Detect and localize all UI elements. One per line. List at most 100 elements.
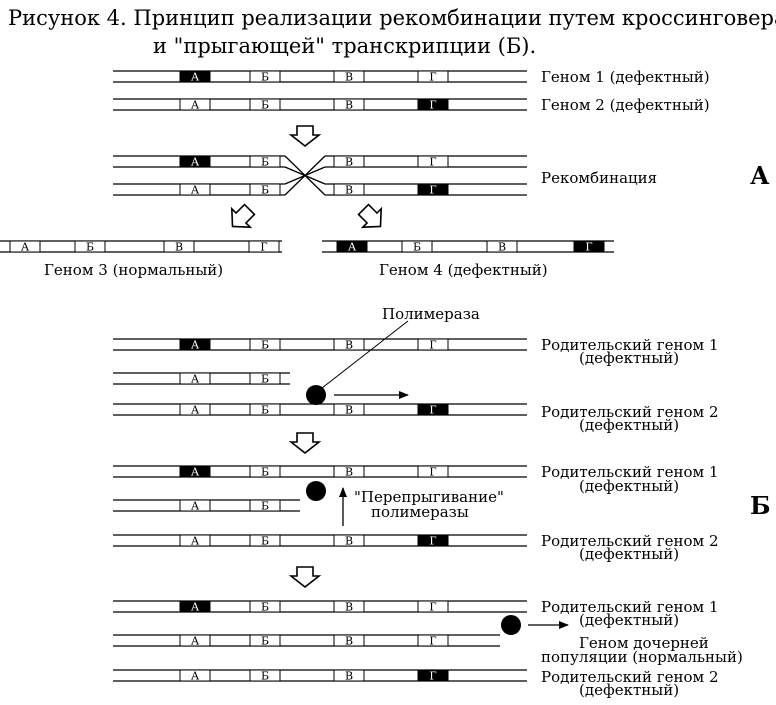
polymerase-label: Полимераза (382, 305, 480, 323)
gene-c (333, 155, 365, 168)
gene-d (248, 240, 280, 253)
gene-b (249, 338, 281, 351)
gene-d (417, 338, 449, 351)
gene-d (417, 534, 449, 547)
gene-d (417, 634, 449, 647)
gene-a (179, 634, 211, 647)
gene-a (179, 600, 211, 613)
gene-label-d: Г (429, 156, 436, 169)
parent1-defective: (дефектный) (579, 611, 679, 629)
gene-a (336, 240, 368, 253)
gene-label-d: Г (429, 339, 436, 352)
gene-c (333, 534, 365, 547)
parent2-defective: (дефектный) (579, 545, 679, 563)
gene-label-d: Г (429, 635, 436, 648)
gene-b (249, 669, 281, 682)
gene-label-c: В (175, 241, 183, 254)
gene-c (333, 70, 365, 83)
gene-label-b: Б (261, 99, 269, 112)
figure-title-line2: и "прыгающей" транскрипции (Б). (153, 34, 536, 58)
gene-label-b: Б (413, 241, 421, 254)
gene-label-a: А (191, 71, 200, 84)
parent1-label: Родительский геном 1 (541, 598, 719, 616)
gene-b (401, 240, 433, 253)
gene-label-b: Б (261, 670, 269, 683)
gene-label-c: В (498, 241, 506, 254)
gene-c (333, 98, 365, 111)
gene-b (249, 534, 281, 547)
genome1-label: Геном 1 (дефектный) (541, 68, 710, 86)
gene-label-c: В (345, 156, 353, 169)
gene-label-b: Б (86, 241, 94, 254)
gene-label-b: Б (261, 635, 269, 648)
gene-label-b: Б (261, 535, 269, 548)
gene-label-b: Б (261, 500, 269, 513)
gene-label-a: А (348, 241, 357, 254)
panel-a-letter: А (750, 161, 770, 190)
gene-label-a: А (191, 339, 200, 352)
parent1-label: Родительский геном 1 (541, 463, 719, 481)
crossover-strand (284, 155, 326, 196)
parent2-label: Родительский геном 2 (541, 532, 719, 550)
gene-label-b: Б (261, 156, 269, 169)
gene-label-b: Б (261, 373, 269, 386)
parent1-label: Родительский геном 1 (541, 336, 719, 354)
down-arrow-icon (288, 432, 322, 455)
gene-c (333, 465, 365, 478)
gene-label-c: В (345, 71, 353, 84)
gene-b (249, 499, 281, 512)
parent2-label: Родительский геном 2 (541, 403, 719, 421)
gene-a (179, 499, 211, 512)
gene-label-b: Б (261, 184, 269, 197)
gene-label-b: Б (261, 339, 269, 352)
gene-c (333, 600, 365, 613)
gene-label-a: А (191, 156, 200, 169)
gene-label-a: А (191, 670, 200, 683)
gene-d (417, 465, 449, 478)
gene-label-a: А (21, 241, 30, 254)
parent2-defective: (дефектный) (579, 681, 679, 699)
parent1-defective: (дефектный) (579, 349, 679, 367)
gene-label-a: А (191, 404, 200, 417)
gene-label-d: Г (429, 670, 436, 683)
panel-b-letter: Б (750, 491, 771, 520)
gene-label-c: В (345, 635, 353, 648)
gene-label-d: Г (429, 601, 436, 614)
gene-label-a: А (191, 635, 200, 648)
daughter-label-line2: популяции (нормальный) (541, 648, 743, 666)
gene-label-c: В (345, 466, 353, 479)
gene-d (417, 155, 449, 168)
gene-d (417, 98, 449, 111)
gene-label-c: В (345, 670, 353, 683)
gene-label-a: А (191, 466, 200, 479)
gene-d (417, 183, 449, 196)
gene-a (179, 669, 211, 682)
gene-label-c: В (345, 535, 353, 548)
gene-d (417, 600, 449, 613)
polymerase-pointer (321, 320, 409, 389)
polymerase-dot-icon (306, 481, 326, 501)
polymerase-dot-icon (306, 385, 326, 405)
gene-label-a: А (191, 373, 200, 386)
gene-label-a: А (191, 500, 200, 513)
gene-c (333, 403, 365, 416)
genome2-label: Геном 2 (дефектный) (541, 96, 710, 114)
gene-d (417, 669, 449, 682)
gene-c (333, 183, 365, 196)
parent1-defective: (дефектный) (579, 477, 679, 495)
gene-c (333, 669, 365, 682)
gene-b (249, 155, 281, 168)
gene-a (179, 465, 211, 478)
gene-b (249, 600, 281, 613)
gene-label-c: В (345, 404, 353, 417)
gene-label-d: Г (429, 535, 436, 548)
gene-b (249, 183, 281, 196)
genome4-label: Геном 4 (дефектный) (379, 261, 548, 279)
gene-label-c: В (345, 601, 353, 614)
gene-label-d: Г (429, 71, 436, 84)
gene-b (249, 465, 281, 478)
gene-b (249, 70, 281, 83)
gene-a (179, 155, 211, 168)
